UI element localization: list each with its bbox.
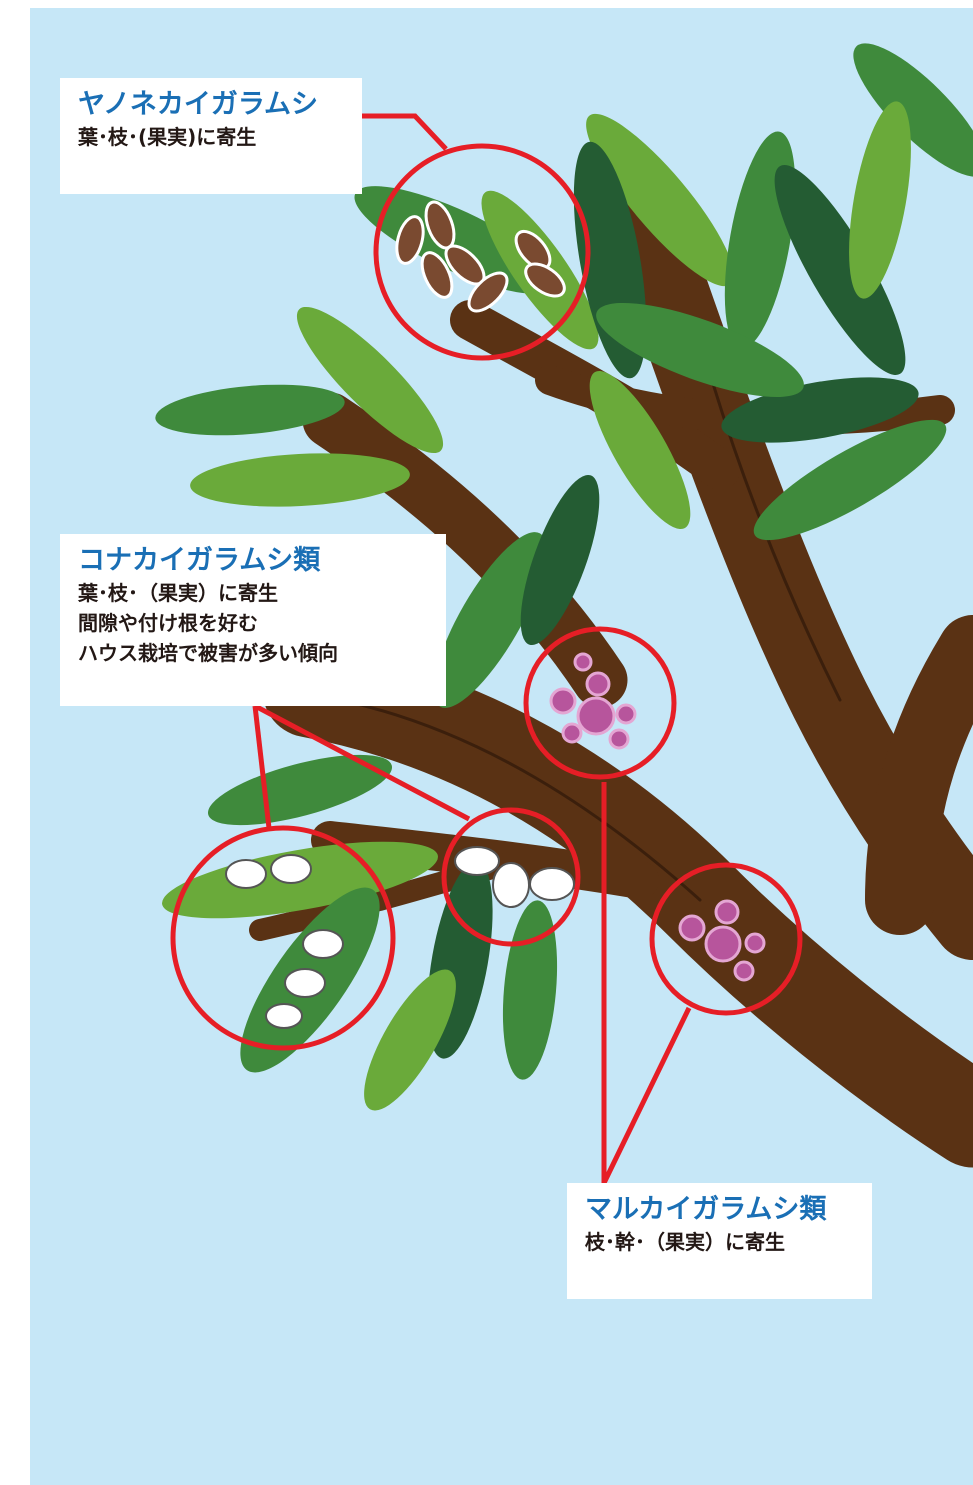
konaka-scale xyxy=(492,862,530,908)
maru-scale xyxy=(561,722,583,744)
maru-scale xyxy=(608,728,630,750)
yanone-scale xyxy=(395,215,425,265)
leaf xyxy=(520,474,600,646)
label-maru-line: 枝･幹･（果実）に寄生 xyxy=(585,1230,785,1254)
callout-circle-konaka-branch xyxy=(441,807,581,947)
callout-circle-maru-lower xyxy=(649,862,803,1016)
leaf xyxy=(433,532,547,708)
leaf xyxy=(155,384,345,436)
leaf xyxy=(589,370,691,530)
label-yanone: ヤノネカイガラムシ 葉･枝･(果実)に寄生 xyxy=(60,78,362,194)
maru-scale xyxy=(714,899,740,925)
label-maru: マルカイガラムシ類 枝･幹･（果実）に寄生 xyxy=(567,1183,872,1299)
label-konaka-title: コナカイガラムシ類 xyxy=(78,545,321,576)
yanone-scale xyxy=(524,262,566,298)
leaf xyxy=(364,969,456,1111)
maru-scale xyxy=(573,652,593,672)
konaka-scales xyxy=(225,846,575,1029)
callout-circle-maru-upper xyxy=(523,626,677,780)
bark-line xyxy=(338,698,702,902)
callout-circle-yanone xyxy=(373,143,591,361)
label-yanone-title: ヤノネカイガラムシ xyxy=(78,89,319,120)
maru-scales xyxy=(549,652,766,982)
konaka-scale xyxy=(302,929,344,959)
leaf xyxy=(596,302,804,398)
label-konaka: コナカイガラムシ類 葉･枝･（果実）に寄生 間隙や付け根を好む ハウス栽培で被害… xyxy=(60,534,446,706)
label-konaka-line: 葉･枝･（果実）に寄生 xyxy=(78,581,278,605)
maru-scale xyxy=(678,914,706,942)
konaka-scale xyxy=(529,867,575,901)
callouts xyxy=(170,113,803,1185)
label-konaka-line: ハウス栽培で被害が多い傾向 xyxy=(78,641,338,665)
leaf xyxy=(207,754,393,826)
konaka-scale xyxy=(284,968,326,998)
yanone-scales xyxy=(395,200,566,313)
maru-scale xyxy=(733,960,755,982)
leaf xyxy=(586,113,734,287)
label-yanone-line: 葉･枝･(果実)に寄生 xyxy=(78,125,257,149)
tree-leaves xyxy=(155,43,973,1111)
right-trunk xyxy=(865,615,973,935)
leaf xyxy=(774,165,906,375)
callout-line-konaka-2 xyxy=(253,703,471,822)
callout-circle-konaka-leaf xyxy=(170,825,396,1051)
maru-scale xyxy=(576,696,616,736)
maru-scale xyxy=(585,671,611,697)
maru-scale xyxy=(704,925,742,963)
callout-line-yanone xyxy=(362,113,448,151)
leaf xyxy=(853,43,973,177)
yanone-scale xyxy=(467,271,509,313)
maru-scale xyxy=(744,932,766,954)
konaka-scale xyxy=(225,859,267,889)
yanone-scale xyxy=(420,251,454,299)
maru-scale xyxy=(549,687,577,715)
konaka-scale xyxy=(270,854,312,884)
label-konaka-line: 間隙や付け根を好む xyxy=(78,611,258,635)
konaka-scale xyxy=(265,1003,303,1029)
callout-line-konaka xyxy=(252,705,272,829)
leaf xyxy=(753,419,947,541)
konaka-scale xyxy=(454,846,500,876)
leaf xyxy=(849,101,911,299)
maru-scale xyxy=(615,703,637,725)
leaf xyxy=(296,306,444,454)
label-maru-title: マルカイガラムシ類 xyxy=(585,1194,827,1225)
callout-line-maru-2 xyxy=(601,1006,692,1185)
leaf xyxy=(190,453,410,507)
